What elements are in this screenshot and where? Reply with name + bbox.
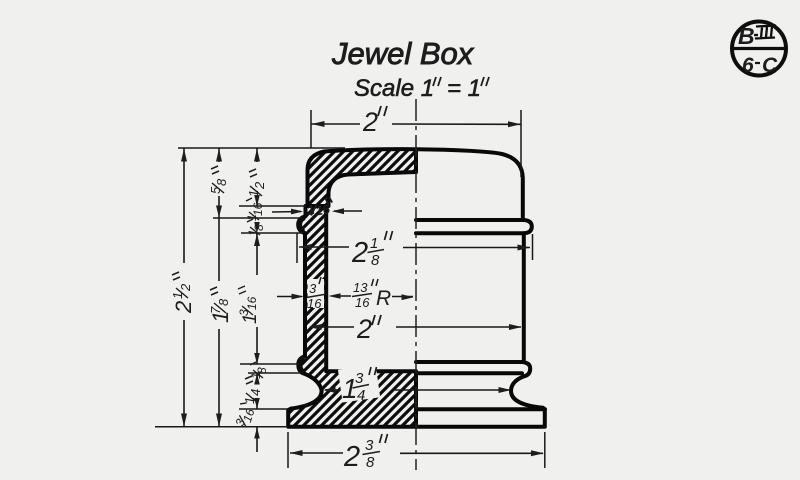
svg-text:8: 8 xyxy=(252,224,266,231)
svg-text:1: 1 xyxy=(249,372,263,379)
svg-text:1: 1 xyxy=(306,202,316,218)
svg-text:16: 16 xyxy=(251,202,265,216)
svg-text:Scale 1: Scale 1 xyxy=(354,75,434,102)
svg-text:R: R xyxy=(376,287,391,310)
svg-text:1: 1 xyxy=(240,313,261,324)
svg-text:Jewel Box: Jewel Box xyxy=(331,36,475,71)
svg-text:2: 2 xyxy=(362,107,378,137)
svg-text:8: 8 xyxy=(255,367,269,374)
svg-text:16: 16 xyxy=(314,201,332,218)
svg-text:8: 8 xyxy=(366,454,375,471)
svg-text:8: 8 xyxy=(371,252,380,269)
svg-text:B: B xyxy=(738,23,755,49)
svg-text:1: 1 xyxy=(170,292,185,299)
svg-text:1: 1 xyxy=(245,214,259,221)
svg-text:1: 1 xyxy=(246,229,260,236)
svg-text:1: 1 xyxy=(242,397,257,404)
svg-text:3: 3 xyxy=(237,309,251,316)
svg-text:5: 5 xyxy=(208,186,223,194)
svg-text:8: 8 xyxy=(216,298,231,306)
svg-text:3: 3 xyxy=(233,417,248,428)
svg-text:4: 4 xyxy=(248,389,263,396)
svg-text:2: 2 xyxy=(178,283,193,292)
svg-text:16: 16 xyxy=(355,295,370,310)
svg-text:1: 1 xyxy=(342,373,358,404)
svg-text:4: 4 xyxy=(357,387,365,404)
svg-text:8: 8 xyxy=(214,178,229,186)
svg-text:2: 2 xyxy=(356,314,372,344)
svg-text:3: 3 xyxy=(365,437,374,454)
svg-text:1: 1 xyxy=(246,190,261,197)
svg-text:2: 2 xyxy=(171,301,196,314)
svg-text:16: 16 xyxy=(245,296,259,310)
svg-text:13: 13 xyxy=(353,280,368,295)
svg-text:2: 2 xyxy=(252,181,267,190)
svg-text:16: 16 xyxy=(307,296,322,311)
svg-text:1: 1 xyxy=(208,311,233,323)
svg-text:2: 2 xyxy=(343,441,360,473)
svg-text:16: 16 xyxy=(240,407,258,424)
svg-text:3: 3 xyxy=(355,370,364,387)
svg-text:7: 7 xyxy=(208,306,223,314)
svg-text:C: C xyxy=(762,54,778,77)
svg-text:3: 3 xyxy=(309,281,317,296)
svg-text:6: 6 xyxy=(742,54,754,77)
svg-text:1: 1 xyxy=(370,235,378,252)
svg-text:2: 2 xyxy=(351,237,368,269)
svg-text:= 1: = 1 xyxy=(447,75,481,102)
